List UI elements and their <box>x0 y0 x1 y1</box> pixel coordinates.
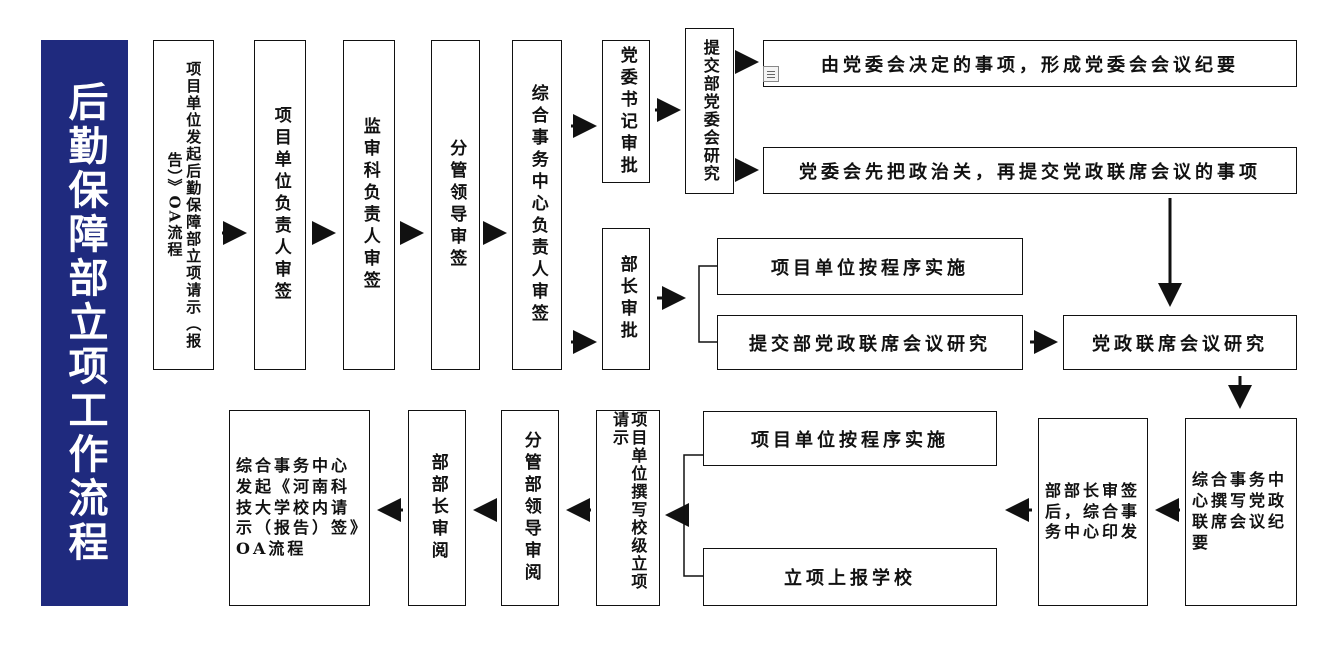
node-report-school-text: 立项上报学校 <box>784 568 916 589</box>
node-unit-implement: 项目单位按程序实施 <box>717 238 1023 295</box>
node-bottom-implement-text: 项目单位按程序实施 <box>751 429 949 451</box>
node-final-oa-text: 综合事务中心发起《河南科技大学校内请示（报告）签》OA流程 <box>236 456 362 559</box>
node-joint-meeting-text: 党政联席会议研究 <box>1092 333 1268 355</box>
node-center-head-text: 综合事务中心负责人审签 <box>527 84 548 326</box>
node-audit-text: 监审科负责人审签 <box>359 117 380 293</box>
node-minutes-text: 综合事务中心撰写党政联席会议纪要 <box>1192 470 1288 552</box>
node-party-committee: 提交部党委会研究 <box>685 28 734 194</box>
node-submit-joint: 提交部党政联席会议研究 <box>717 315 1023 370</box>
node-minutes: 综合事务中心撰写党政联席会议纪要 <box>1185 418 1297 606</box>
node-issue-text: 部部长审签后，综合事务中心印发 <box>1045 480 1141 542</box>
node-minister-review: 部部长审阅 <box>408 410 466 606</box>
node-secretary: 党委书记审批 <box>602 40 650 183</box>
node-report-school: 立项上报学校 <box>703 548 997 606</box>
node-school-request-text: 项目单位撰写校级立项请示 <box>610 411 648 591</box>
node-initiate-text: 项目单位发起后勤保障部立项请示（报告）》OA流程 <box>165 60 203 350</box>
node-unit-leader-text: 项目单位负责人审签 <box>270 106 291 304</box>
node-committee-decision-text: 由党委会决定的事项，形成党委会会议纪要 <box>821 54 1239 76</box>
title-bar: 后勤保障部立项工作流程 <box>41 40 128 606</box>
document-icon <box>763 66 779 82</box>
node-leader: 分管领导审签 <box>431 40 480 370</box>
node-joint-meeting: 党政联席会议研究 <box>1063 315 1297 370</box>
node-party-committee-text: 提交部党委会研究 <box>700 39 720 183</box>
node-initiate: 项目单位发起后勤保障部立项请示（报告）》OA流程 <box>153 40 214 370</box>
node-leader-review-text: 分管部领导审阅 <box>520 431 541 585</box>
node-issue: 部部长审签后，综合事务中心印发 <box>1038 418 1148 606</box>
node-committee-precheck-text: 党委会先把政治关，再提交党政联席会议的事项 <box>799 161 1261 183</box>
page-title: 后勤保障部立项工作流程 <box>61 81 109 565</box>
node-minister-text: 部长审批 <box>616 255 637 343</box>
node-submit-joint-text: 提交部党政联席会议研究 <box>749 333 991 355</box>
node-secretary-text: 党委书记审批 <box>616 45 637 178</box>
node-unit-leader: 项目单位负责人审签 <box>254 40 306 370</box>
node-bottom-implement: 项目单位按程序实施 <box>703 411 997 466</box>
bracket-minister-options <box>698 265 717 343</box>
node-minister: 部长审批 <box>602 228 650 370</box>
node-unit-implement-text: 项目单位按程序实施 <box>771 257 969 279</box>
node-committee-decision: 由党委会决定的事项，形成党委会会议纪要 <box>763 40 1297 87</box>
node-center-head: 综合事务中心负责人审签 <box>512 40 562 370</box>
node-minister-review-text: 部部长审阅 <box>427 453 448 563</box>
node-leader-review: 分管部领导审阅 <box>501 410 559 606</box>
node-school-request: 项目单位撰写校级立项请示 <box>596 410 660 606</box>
node-audit: 监审科负责人审签 <box>343 40 395 370</box>
bracket-bottom-options <box>683 454 703 577</box>
node-final-oa: 综合事务中心发起《河南科技大学校内请示（报告）签》OA流程 <box>229 410 370 606</box>
node-committee-precheck: 党委会先把政治关，再提交党政联席会议的事项 <box>763 147 1297 194</box>
node-leader-text: 分管领导审签 <box>446 139 467 271</box>
